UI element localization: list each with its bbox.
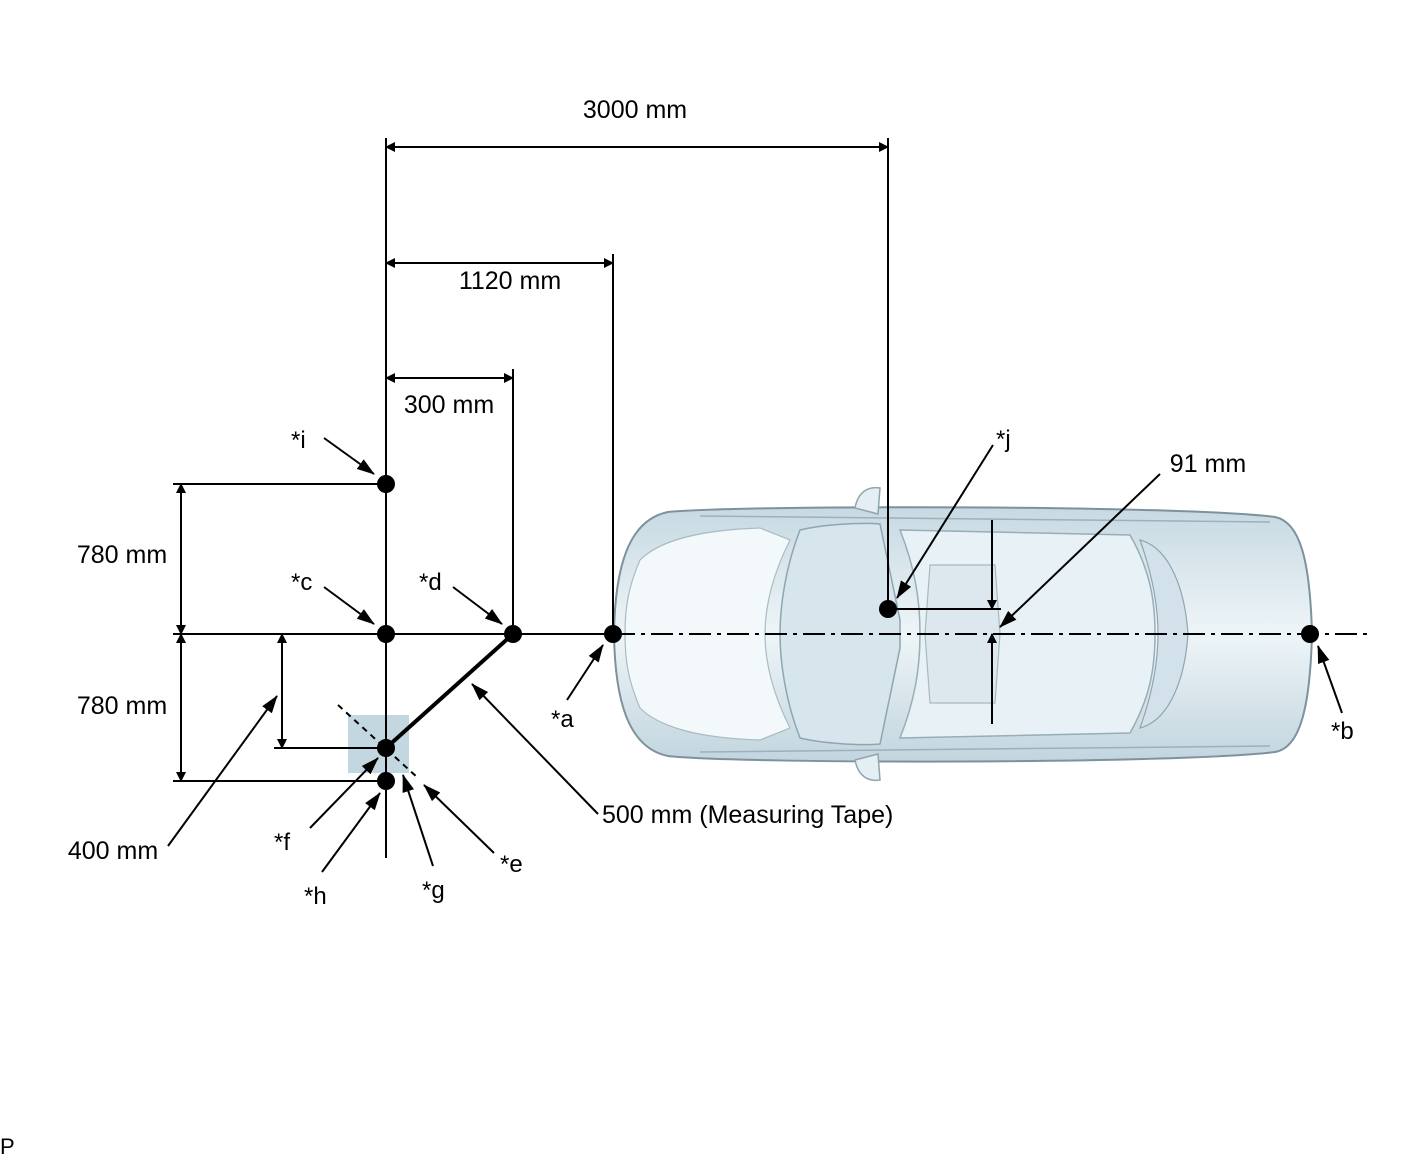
callout-b: *b	[1331, 718, 1354, 745]
callout-g: *g	[422, 877, 445, 904]
leader-400	[167, 695, 278, 847]
leader-91	[999, 473, 1161, 628]
callout-i: *i	[291, 427, 306, 454]
leader-e	[423, 784, 495, 854]
leader-a	[566, 644, 604, 701]
leader-500	[471, 683, 599, 815]
mirror-right-icon	[854, 753, 881, 782]
car-side-lower	[699, 745, 1271, 753]
callout-d: *d	[419, 569, 442, 596]
callout-j: *j	[996, 426, 1011, 453]
leader-b	[1317, 645, 1343, 714]
car-windshield	[779, 522, 901, 746]
label-780-upper: 780 mm	[77, 541, 167, 569]
leader-d	[452, 586, 503, 625]
callout-f: *f	[274, 829, 290, 856]
label-1120: 1120 mm	[459, 267, 561, 295]
label-780-lower: 780 mm	[77, 692, 167, 720]
leader-f	[309, 757, 379, 829]
callout-c: *c	[291, 569, 312, 596]
point-h	[377, 772, 395, 790]
label-91: 91 mm	[1170, 450, 1246, 478]
leader-g	[402, 774, 434, 867]
callout-a: *a	[551, 706, 574, 733]
label-300: 300 mm	[404, 391, 494, 419]
corner-mark: P	[0, 1134, 15, 1159]
point-j	[879, 600, 897, 618]
point-i	[377, 475, 395, 493]
perpendicular-dashed	[337, 704, 419, 779]
point-b	[1301, 625, 1319, 643]
leader-h	[321, 792, 381, 873]
leader-i	[323, 437, 375, 475]
leader-c	[323, 586, 375, 625]
mirror-left-icon	[854, 486, 881, 515]
point-c	[377, 625, 395, 643]
point-d	[504, 625, 522, 643]
leader-j	[896, 444, 994, 599]
label-3000: 3000 mm	[583, 96, 687, 124]
point-f	[377, 739, 395, 757]
callout-h: *h	[304, 883, 327, 910]
label-500: 500 mm (Measuring Tape)	[602, 801, 893, 829]
point-a	[604, 625, 622, 643]
measuring-tape	[384, 632, 515, 750]
car-side-upper	[699, 515, 1271, 523]
callout-e: *e	[500, 851, 523, 878]
label-400: 400 mm	[68, 837, 158, 865]
